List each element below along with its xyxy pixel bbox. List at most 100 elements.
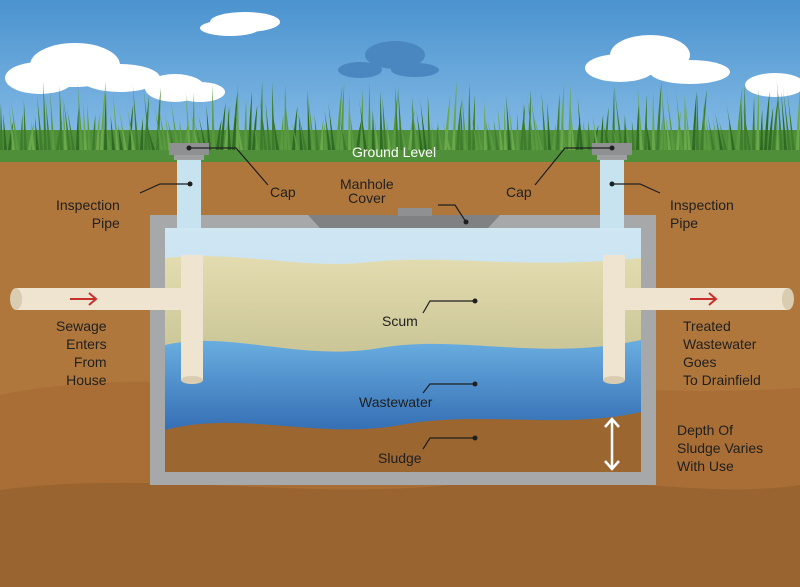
grass-blade	[493, 119, 499, 150]
grass-blade	[36, 94, 43, 150]
scum-label: Scum	[382, 313, 418, 329]
grass-blade	[314, 114, 319, 150]
grass-blade	[780, 89, 787, 150]
grass-blade	[0, 102, 3, 150]
grass-blade	[714, 109, 723, 150]
grass-blade	[192, 92, 195, 150]
grass-blade	[31, 119, 35, 150]
grass-blade	[577, 98, 583, 150]
grass-blade	[232, 89, 238, 150]
grass-blade	[66, 104, 75, 150]
grass-blade	[386, 118, 391, 150]
grass-blade	[392, 91, 398, 150]
grass-blade	[437, 121, 443, 150]
grass-blade	[140, 118, 143, 150]
grass-blade	[508, 104, 515, 150]
grass-icon	[0, 80, 800, 150]
grass-blade	[244, 100, 247, 150]
grass-blade	[112, 91, 119, 150]
grass-blade	[703, 103, 707, 150]
grass-blade	[707, 114, 715, 150]
grass-blade	[786, 89, 795, 150]
grass-blade	[348, 92, 351, 150]
grass-blade	[526, 92, 535, 150]
grass-blade	[105, 123, 111, 150]
grass-blade	[216, 119, 222, 150]
grass-blade	[636, 99, 639, 150]
grass-blade	[427, 95, 431, 150]
grass-blade	[541, 92, 547, 150]
grass-blade	[665, 113, 671, 150]
grass-blade	[420, 99, 427, 150]
grass-blade	[588, 120, 591, 150]
inspection-pipe-left-line-1: Inspection	[56, 197, 120, 213]
depth-note-line-3: With Use	[677, 458, 734, 474]
grass-blade	[613, 80, 623, 150]
wastewater-layer	[165, 340, 641, 440]
grass-blade	[700, 89, 707, 150]
grass-blade	[227, 106, 231, 150]
grass-blade	[631, 120, 635, 150]
sewage-in-line-4: House	[66, 372, 107, 388]
sludge-label: Sludge	[378, 450, 422, 466]
inspection-pipe-left-label: Inspection Pipe	[56, 196, 120, 232]
grass-blade	[624, 114, 627, 150]
grass-blade	[45, 100, 51, 150]
grass-blade	[307, 91, 311, 150]
grass-blade	[224, 104, 231, 150]
grass-blade	[570, 106, 575, 150]
grass-blade	[497, 106, 503, 150]
grass-blade	[297, 110, 307, 150]
grass-blade	[444, 94, 451, 150]
grass-blade	[382, 97, 387, 150]
grass-blade	[280, 114, 284, 150]
grass-blade	[118, 124, 123, 150]
grass-blade	[265, 101, 271, 150]
grass-blade	[324, 109, 331, 150]
grass-blade	[644, 95, 647, 150]
grass-blade	[92, 114, 96, 150]
grass-blade	[637, 82, 643, 150]
cloud-icon	[338, 41, 439, 78]
grass-blade	[34, 116, 39, 150]
grass-blade	[452, 80, 457, 150]
grass-blade	[472, 94, 475, 150]
grass-blade	[83, 102, 87, 150]
grass-blade	[145, 121, 155, 150]
grass-blade	[397, 85, 403, 150]
grass-blade	[185, 91, 191, 150]
grass-blade	[10, 95, 19, 150]
grass-blade	[156, 87, 161, 150]
grass-blade	[604, 107, 609, 150]
grass-blade	[96, 112, 100, 150]
scum-layer	[165, 256, 641, 360]
inlet-tee	[181, 255, 203, 380]
depth-note-line-2: Sludge Varies	[677, 440, 764, 456]
grass-blade	[76, 106, 79, 150]
cloud-icon	[745, 73, 800, 97]
grass-blade	[190, 108, 199, 150]
grass-blade	[62, 95, 71, 150]
grass-blade	[768, 107, 774, 150]
grass-blade	[685, 99, 691, 150]
grass-blade	[339, 121, 347, 150]
flow-arrow-icon	[70, 292, 98, 306]
grass-blade	[179, 120, 183, 150]
grass-blade	[744, 84, 747, 150]
grass-blade	[764, 91, 770, 150]
grass-blade	[336, 85, 343, 150]
grass-blade	[100, 81, 106, 150]
grass-blade	[306, 84, 315, 150]
grass-blade	[752, 96, 755, 150]
grass-blade	[220, 102, 226, 150]
sewage-in-line-3: From	[73, 354, 107, 370]
grass-blade	[600, 114, 604, 150]
grass-blade	[556, 93, 560, 150]
sewage-in-line-2: Enters	[66, 336, 107, 352]
grass-blade	[118, 105, 127, 150]
grass-blade	[132, 84, 139, 150]
inspection-pipe-right	[600, 150, 624, 228]
grass-blade	[411, 104, 419, 150]
grass-blade	[583, 120, 587, 150]
